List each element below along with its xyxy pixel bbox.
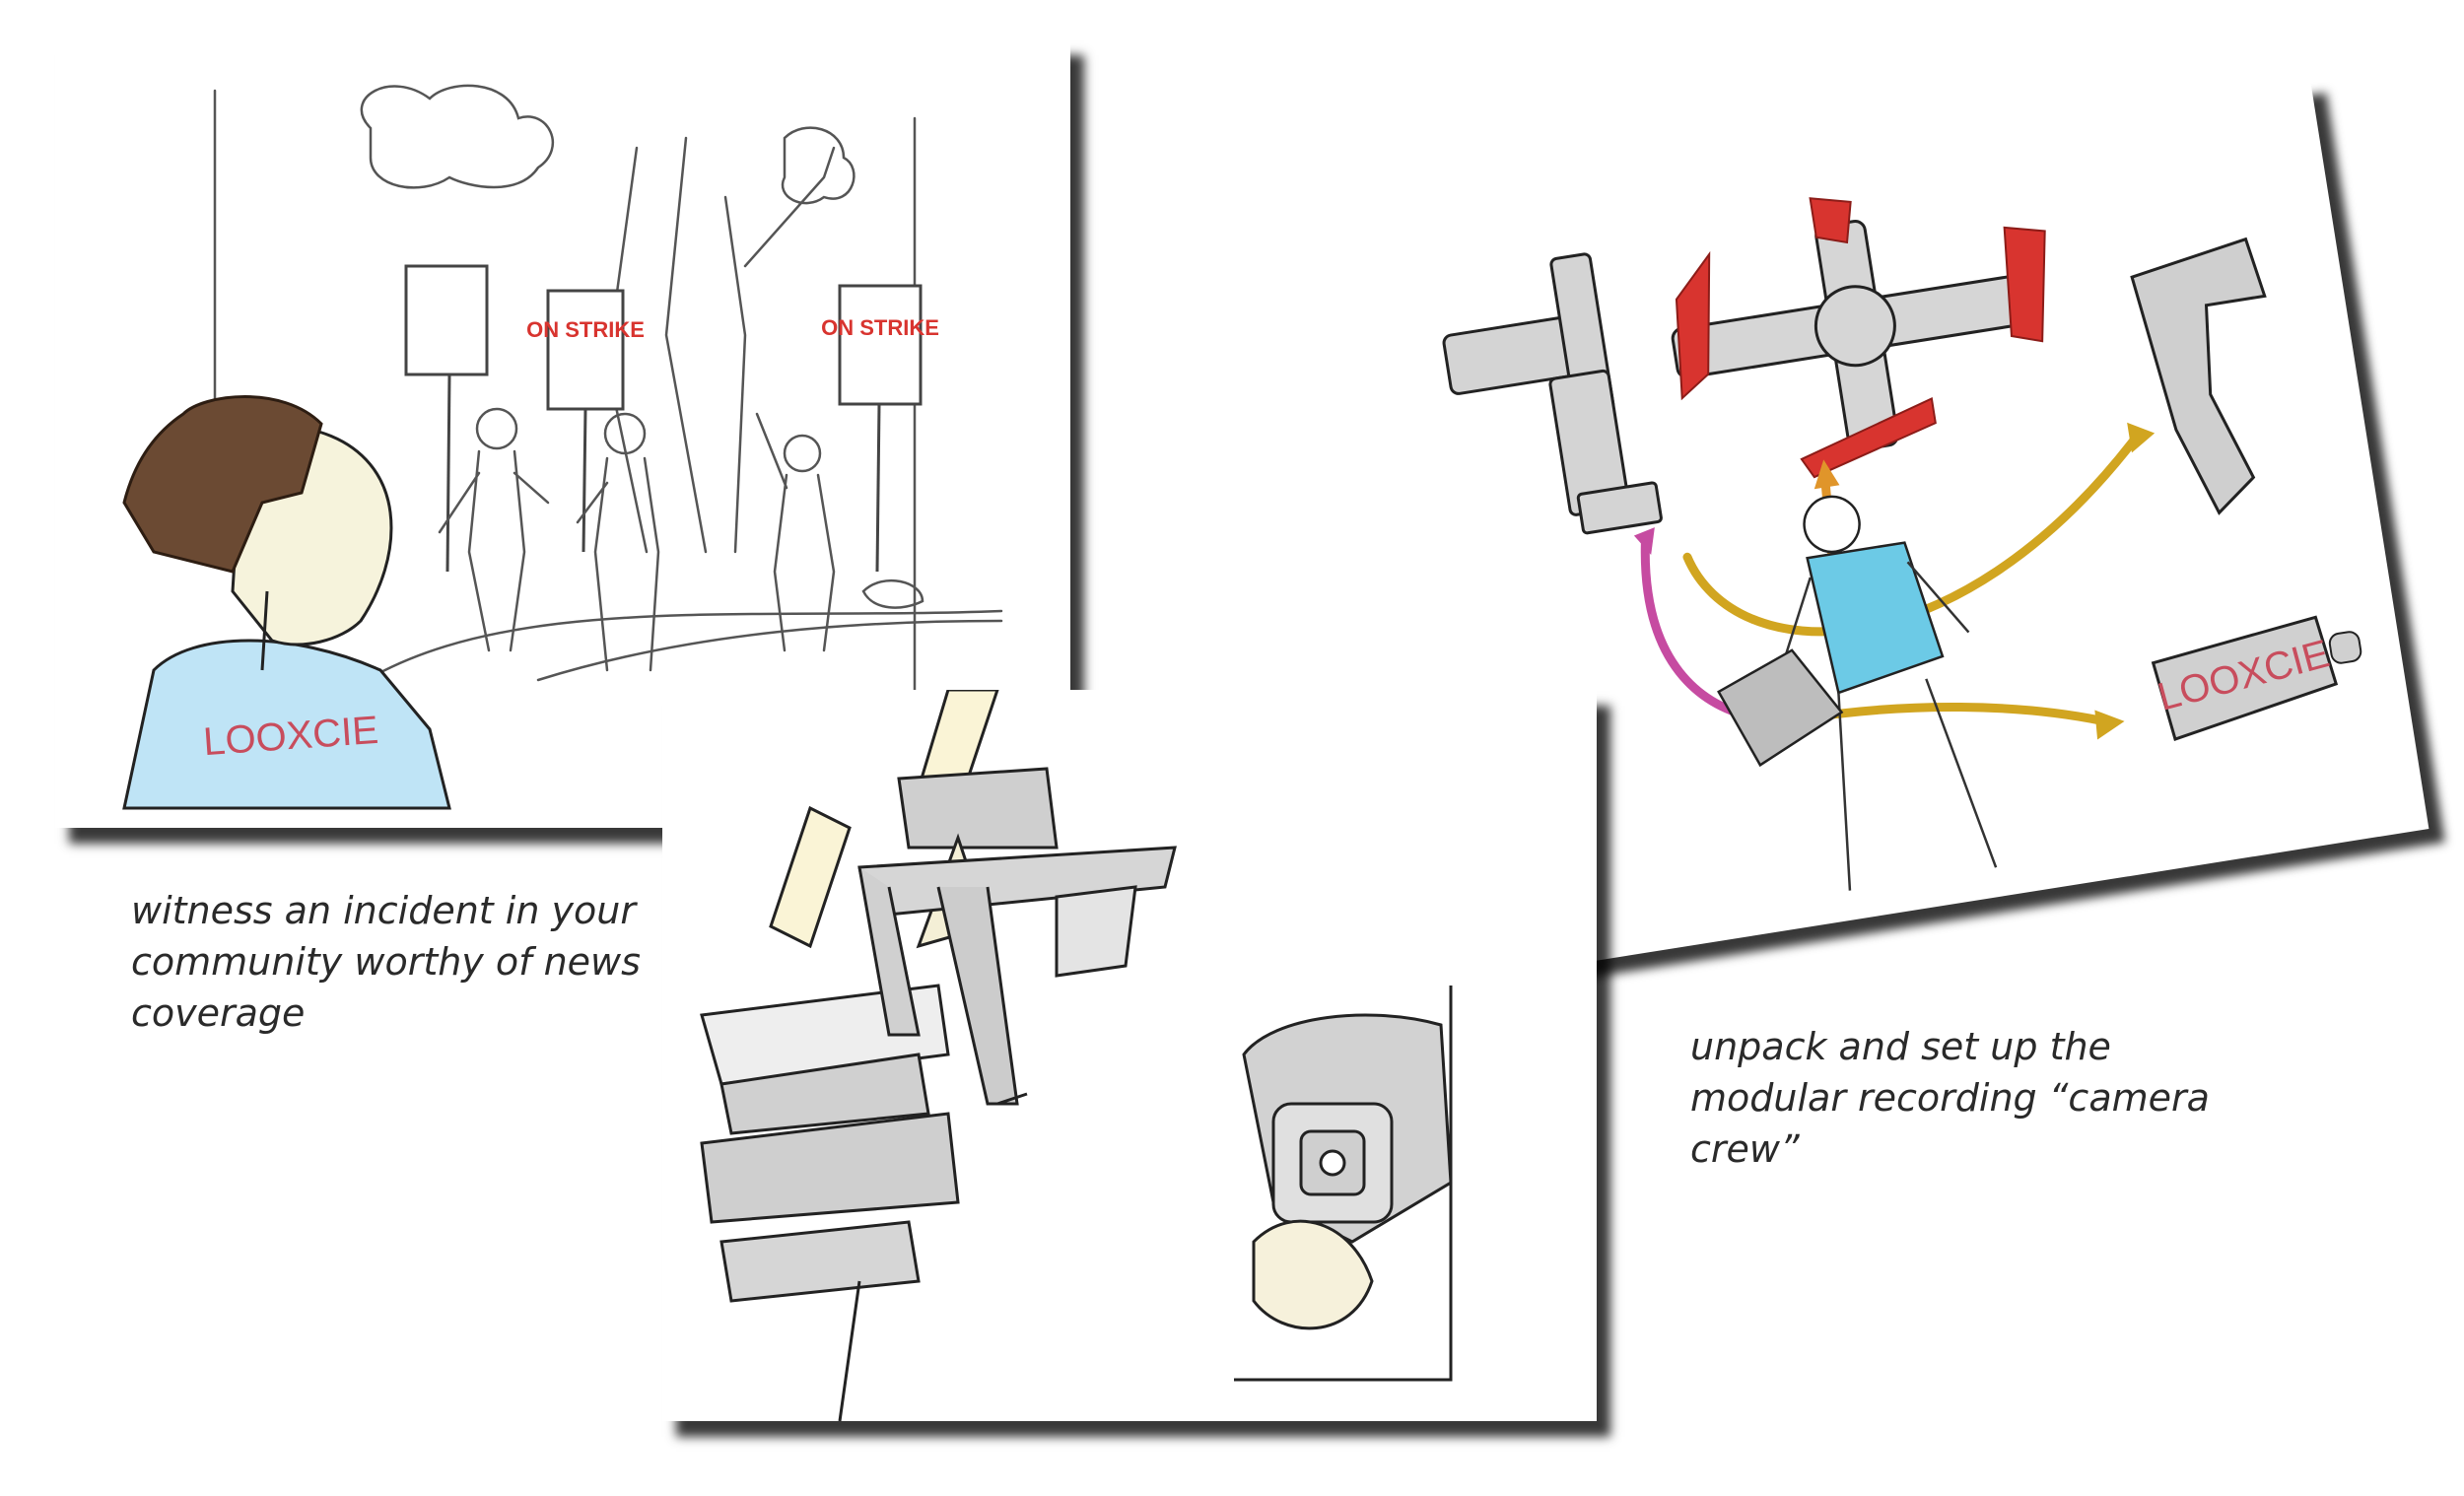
sketch-panel-assembly bbox=[662, 690, 1597, 1421]
strike-sign-left-text: ON STRIKE bbox=[526, 317, 645, 342]
protest-sketch: ON STRIKE ON STRIKE LOOXCIE bbox=[122, 84, 1003, 810]
camera-crew-sketch: LOOXCIE bbox=[1442, 197, 2362, 891]
caption-unpack-setup: unpack and set up the modular recording … bbox=[1690, 1025, 2210, 1171]
sketch-panel-protest: ON STRIKE ON STRIKE LOOXCIE bbox=[55, 39, 1070, 828]
caption-witness-incident: witness an incident in your community wo… bbox=[131, 889, 641, 1035]
sketch-panel-camera-crew: LOOXCIE bbox=[1385, 79, 2430, 976]
assembly-sketch bbox=[700, 690, 1453, 1421]
strike-sign-right-text: ON STRIKE bbox=[821, 315, 939, 340]
